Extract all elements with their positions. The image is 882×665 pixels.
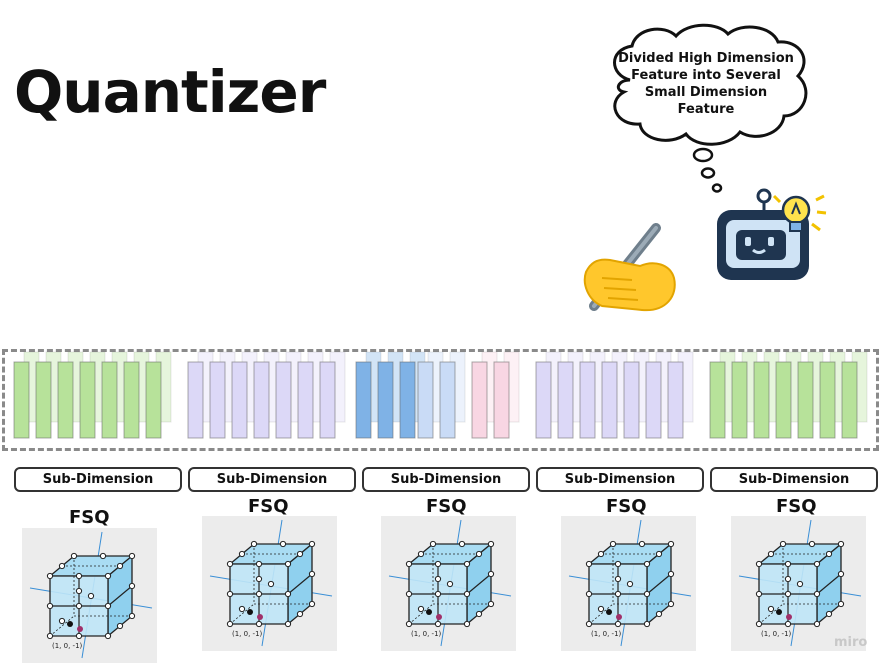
fsq-cube-5: (1, 0, -1) bbox=[731, 516, 866, 651]
feature-bar bbox=[319, 361, 336, 439]
feature-bar bbox=[493, 361, 510, 439]
fsq-cube-1: (1, 0, -1) bbox=[22, 528, 157, 663]
feature-bar bbox=[753, 361, 770, 439]
feature-bar bbox=[377, 361, 394, 439]
feature-bar bbox=[601, 361, 618, 439]
feature-bar bbox=[399, 361, 416, 439]
feature-bar bbox=[209, 361, 226, 439]
watermark: miro bbox=[834, 635, 868, 650]
cube-point-label: (1, 0, -1) bbox=[761, 630, 792, 638]
fsq-cube-2: (1, 0, -1) bbox=[202, 516, 337, 651]
feature-bar bbox=[667, 361, 684, 439]
thought-line: Feature bbox=[677, 102, 735, 117]
thought-line: Divided High Dimension bbox=[618, 51, 794, 66]
feature-bar bbox=[709, 361, 726, 439]
sub-dimension-label-2: Sub-Dimension bbox=[188, 467, 356, 492]
writing-hand-icon bbox=[583, 223, 676, 312]
feature-bar bbox=[579, 361, 596, 439]
feature-bar bbox=[775, 361, 792, 439]
fsq-label-4: FSQ bbox=[606, 496, 647, 517]
feature-bar bbox=[57, 361, 74, 439]
feature-bar bbox=[231, 361, 248, 439]
feature-bar bbox=[731, 361, 748, 439]
sub-dimension-label-3: Sub-Dimension bbox=[362, 467, 530, 492]
fsq-label-3: FSQ bbox=[426, 496, 467, 517]
fsq-label-5: FSQ bbox=[776, 496, 817, 517]
feature-bar bbox=[79, 361, 96, 439]
fsq-cube-4: (1, 0, -1) bbox=[561, 516, 696, 651]
feature-bar bbox=[797, 361, 814, 439]
fsq-label-2: FSQ bbox=[248, 496, 289, 517]
thought-text: Divided High Dimension Feature into Seve… bbox=[612, 50, 800, 118]
sub-dimension-label-1: Sub-Dimension bbox=[14, 467, 182, 492]
feature-bar bbox=[35, 361, 52, 439]
robot-with-lightbulb-icon bbox=[717, 188, 827, 280]
sub-dimension-label-4: Sub-Dimension bbox=[536, 467, 704, 492]
feature-bar bbox=[355, 361, 372, 439]
page-title: Quantizer bbox=[14, 58, 326, 126]
thought-bubble-icon bbox=[613, 23, 808, 193]
feature-bar bbox=[439, 361, 456, 439]
feature-bar bbox=[297, 361, 314, 439]
thought-line: Small Dimension bbox=[644, 85, 768, 100]
cube-point-label: (1, 0, -1) bbox=[52, 642, 83, 650]
feature-bar bbox=[145, 361, 162, 439]
feature-bar bbox=[13, 361, 30, 439]
feature-bar bbox=[645, 361, 662, 439]
feature-bar bbox=[253, 361, 270, 439]
sub-dimension-label-5: Sub-Dimension bbox=[710, 467, 878, 492]
feature-bar bbox=[101, 361, 118, 439]
feature-bar bbox=[123, 361, 140, 439]
thought-line: Feature into Several bbox=[631, 68, 781, 83]
feature-strip bbox=[2, 349, 879, 451]
feature-bar bbox=[557, 361, 574, 439]
cube-point-label: (1, 0, -1) bbox=[591, 630, 622, 638]
fsq-cube-3: (1, 0, -1) bbox=[381, 516, 516, 651]
fsq-label-1: FSQ bbox=[69, 507, 110, 528]
cube-point-label: (1, 0, -1) bbox=[232, 630, 263, 638]
feature-bar bbox=[819, 361, 836, 439]
feature-bar bbox=[275, 361, 292, 439]
feature-bar bbox=[841, 361, 858, 439]
feature-bar bbox=[623, 361, 640, 439]
feature-bar bbox=[187, 361, 204, 439]
feature-bar bbox=[535, 361, 552, 439]
feature-bar bbox=[417, 361, 434, 439]
feature-bar bbox=[471, 361, 488, 439]
cube-point-label: (1, 0, -1) bbox=[411, 630, 442, 638]
